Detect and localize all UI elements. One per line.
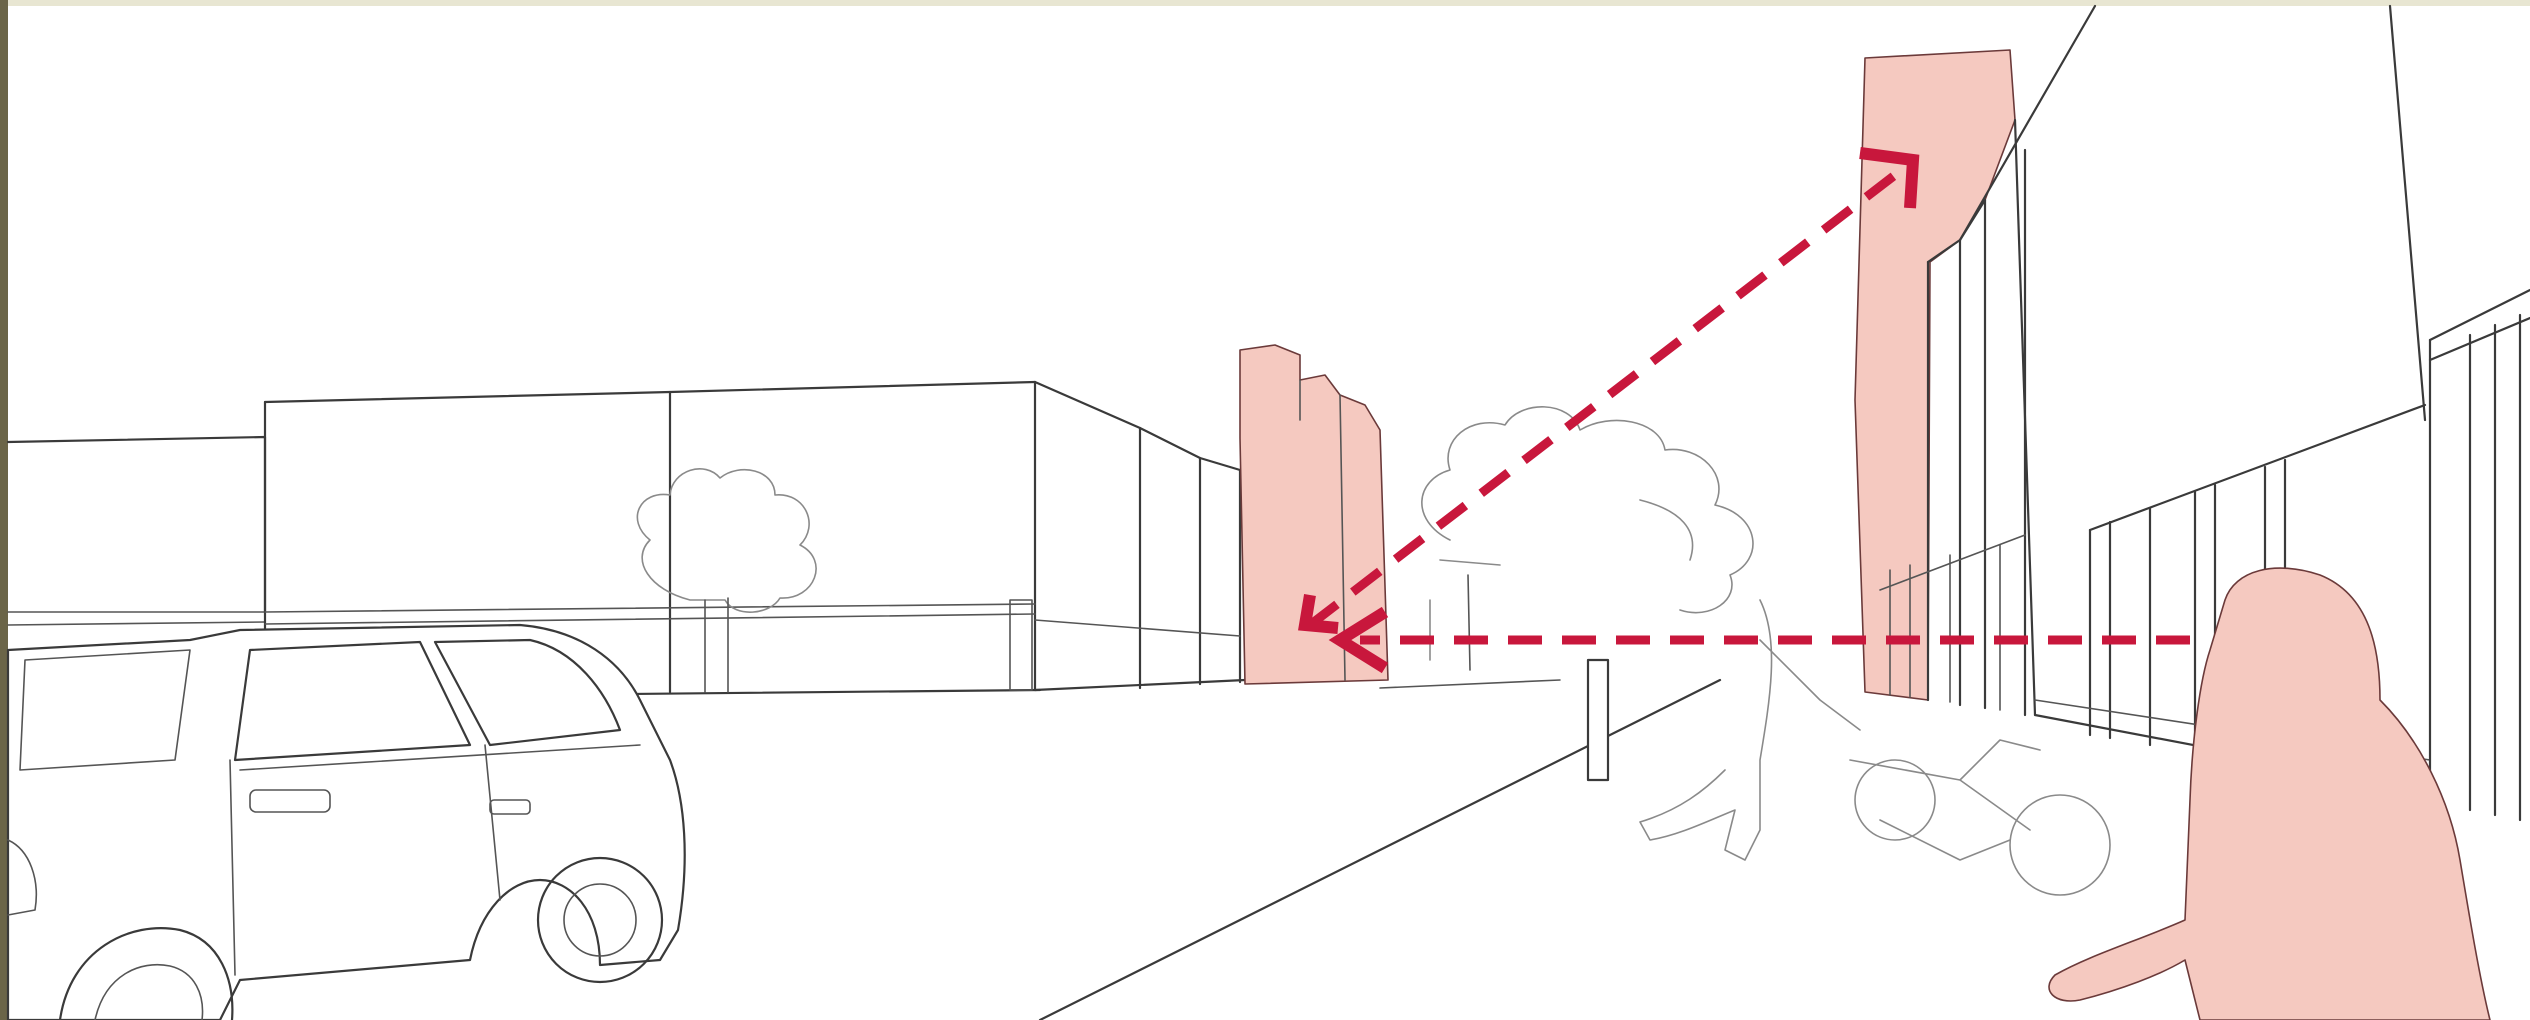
frame-top-edge [0,0,2530,6]
bollard [1588,660,1608,780]
sight-line-pedestrian-to-tower [1340,612,2190,668]
tree-left [637,469,816,692]
highlighted-tower-right [1855,50,2015,700]
tree-center [1422,407,1753,670]
street-edge [1040,680,1720,1020]
sight-line-tower-to-tower [1305,153,1913,628]
far-right-building [2430,290,2530,820]
parked-car [8,625,685,1020]
frame-left-edge [0,0,8,1020]
highlighted-tower-center [1240,345,1388,684]
